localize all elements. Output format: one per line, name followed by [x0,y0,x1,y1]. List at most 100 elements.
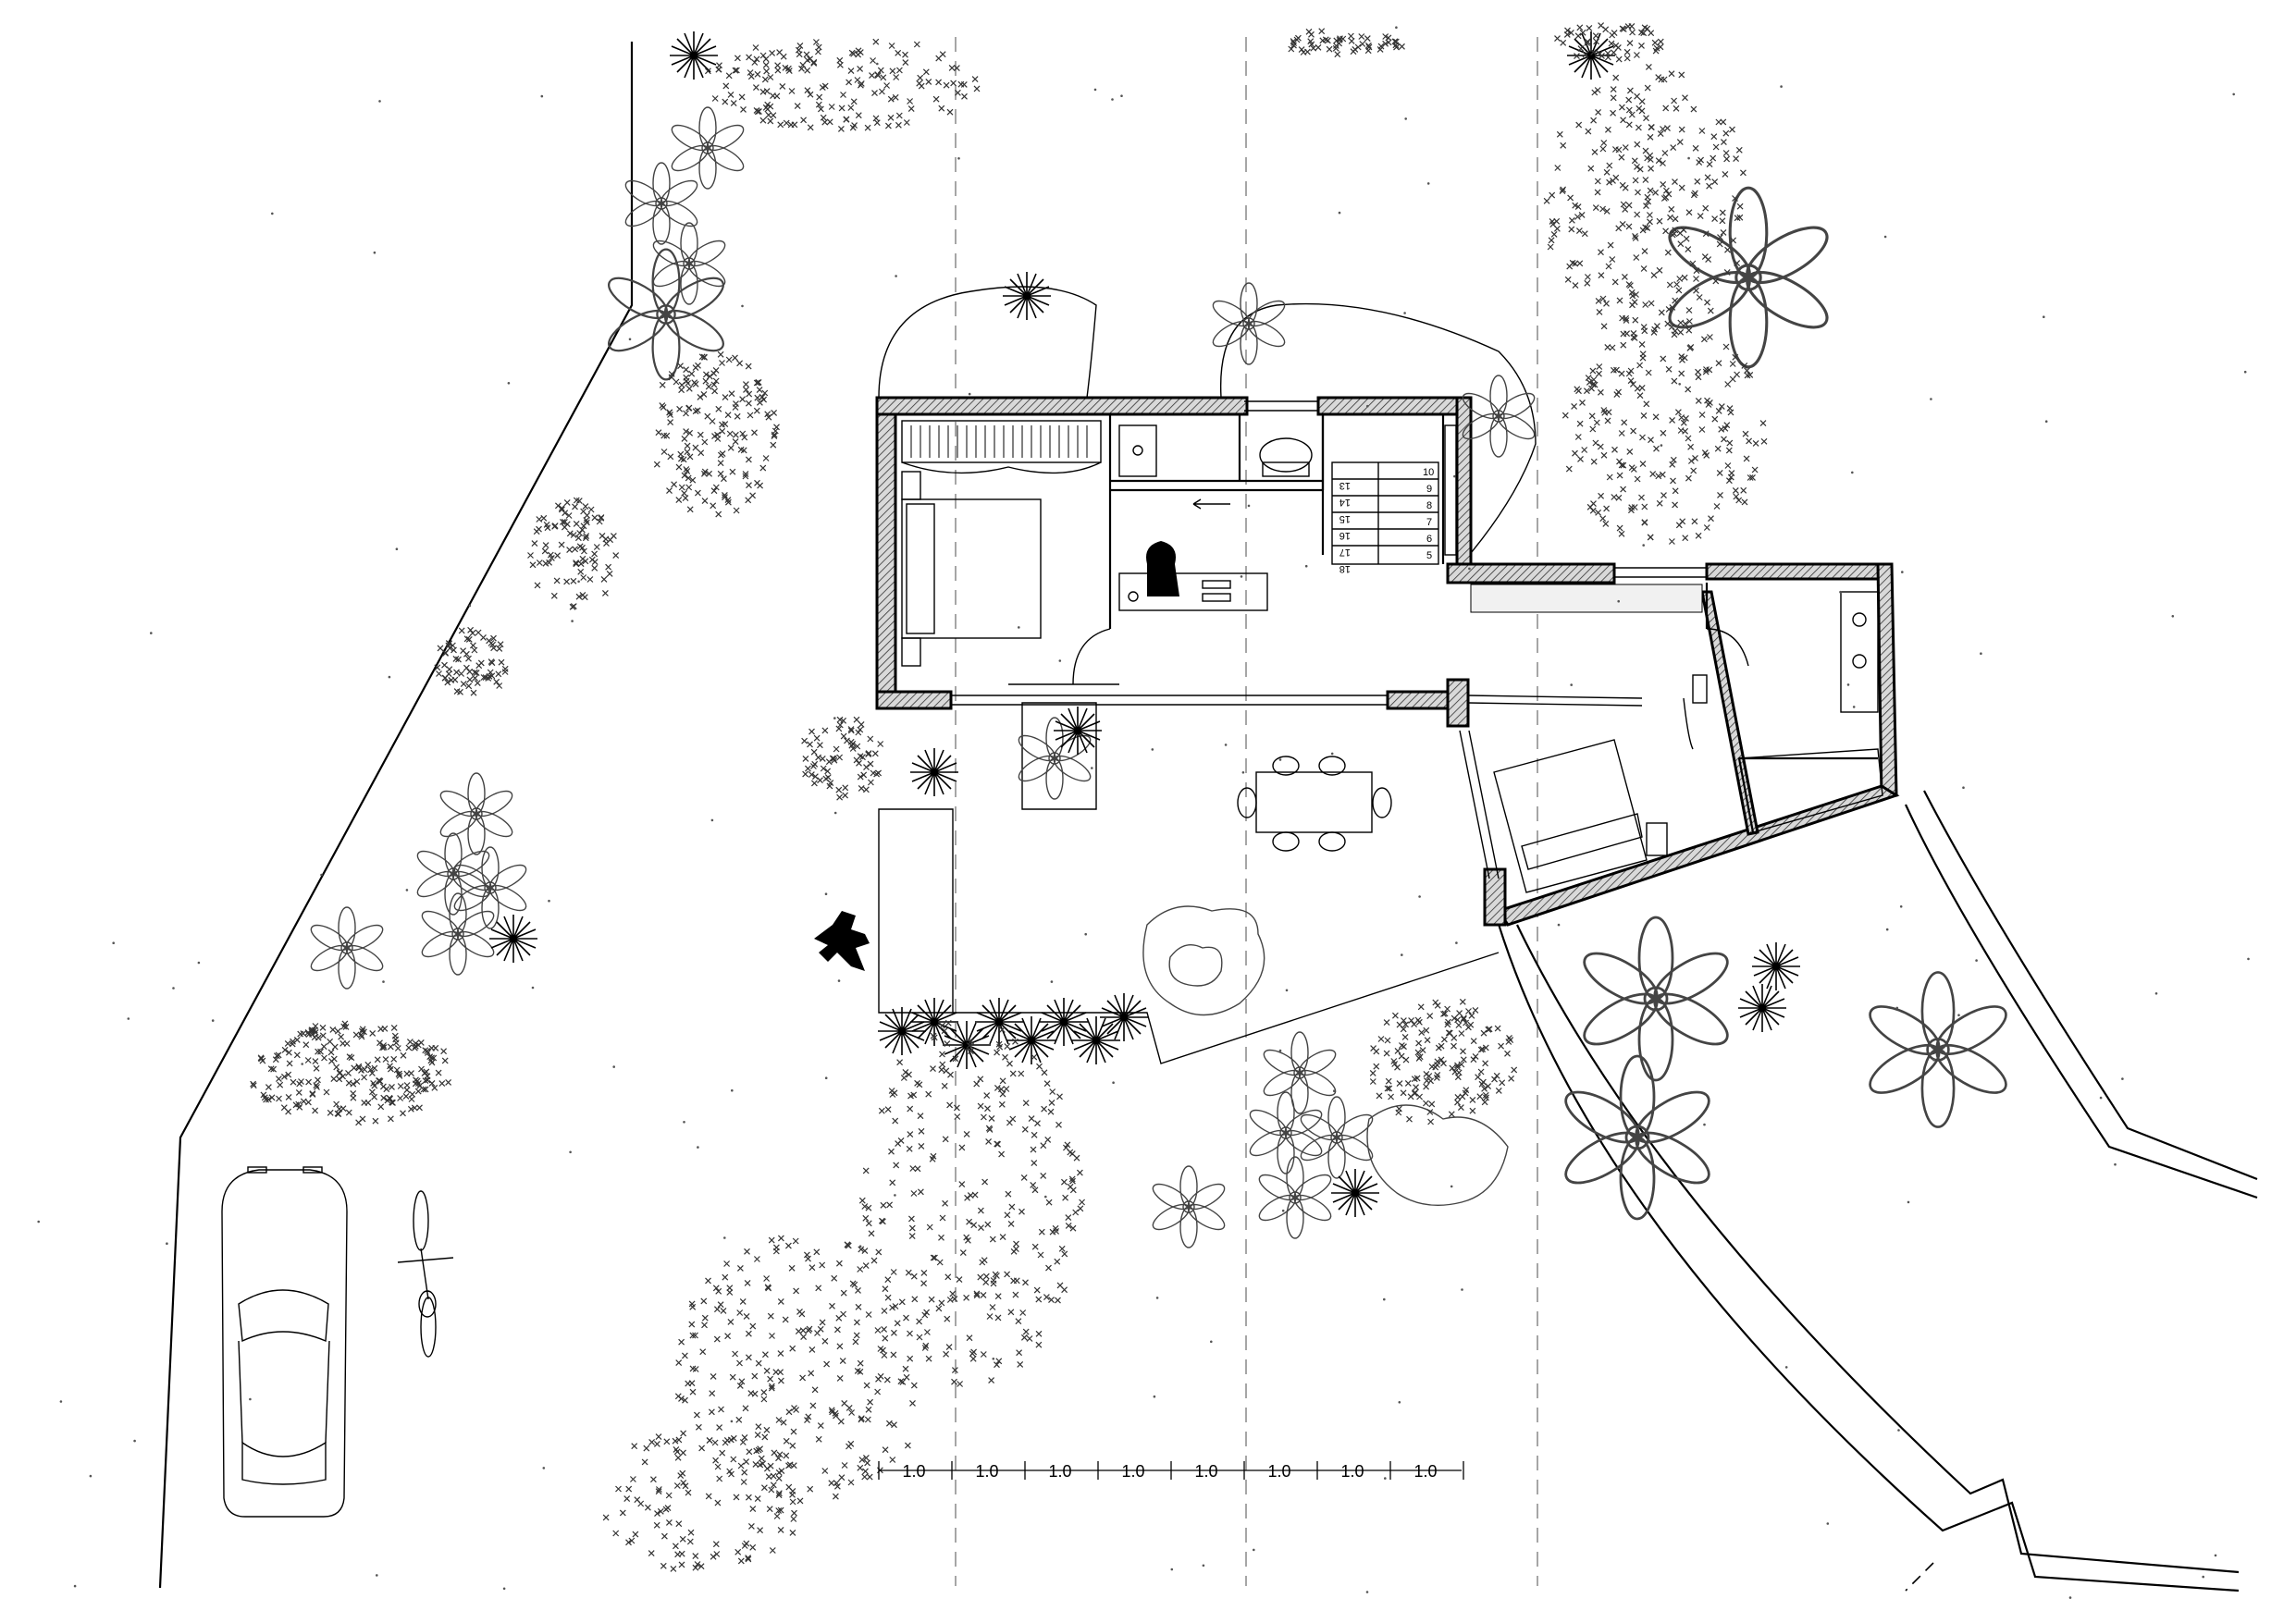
ground-speckle [361,1074,368,1081]
ground-speckle [438,1079,446,1088]
ground-speckle [304,1099,312,1106]
ground-speckle [1402,1056,1410,1064]
ground-speckle [1305,28,1313,35]
ground-speckle [1618,370,1625,377]
ground-speckle [749,1505,757,1513]
ground-speckle [983,1091,991,1100]
ground-speckle [625,1485,633,1493]
ground-speckle [1722,170,1729,178]
ground-speckle [788,87,796,95]
ground-speckle [741,1542,748,1550]
ground-speckle [710,502,717,510]
ground-speckle [493,678,500,685]
ground-speckle [705,1493,712,1500]
ground-speckle [1642,176,1649,184]
ground-speckle [534,582,541,589]
ground-speckle [792,1237,799,1245]
ground-speckle [842,784,849,792]
ground-speckle [756,1527,764,1534]
ground-speckle [402,1092,410,1100]
ground-speckle [863,1459,871,1467]
ground-speckle [1652,445,1660,452]
ground-speckle [681,1352,689,1359]
ground-speckle [866,1473,873,1481]
ground-speckle [1494,1025,1501,1032]
ground-dot [249,1397,252,1401]
ground-speckle [731,354,739,362]
ground-speckle [828,103,835,111]
ground-speckle [1733,493,1740,500]
ground-speckle [785,1483,793,1491]
ground-speckle [388,1083,396,1091]
ground-speckle [880,74,887,81]
ground-speckle [1401,1033,1409,1041]
ground-speckle [747,68,754,77]
ground-speckle [853,716,860,723]
ground-speckle [792,1287,800,1295]
ground-speckle [1687,457,1696,465]
ground-speckle [1562,412,1569,419]
ground-speckle [1652,413,1660,421]
ground-speckle [1019,1309,1027,1317]
ground-speckle [806,741,814,748]
ground-speckle [893,1162,900,1169]
ground-speckle [704,412,711,420]
ground-speckle [1619,486,1627,493]
ground-speckle [847,1440,855,1447]
ground-speckle [962,1294,970,1301]
ground-speckle [1049,1088,1056,1096]
ground-speckle [1599,145,1607,153]
ground-speckle [392,1036,400,1043]
ground-speckle [1614,43,1623,52]
ground-speckle [1021,1125,1029,1133]
ground-speckle [1017,1360,1024,1369]
ground-speckle [1742,430,1749,437]
ground-speckle [1610,94,1617,102]
ground-speckle [819,755,826,763]
ground-speckle [887,1148,895,1155]
ground-speckle [885,1420,894,1427]
ground-speckle [749,1543,757,1551]
ground-speckle [1571,449,1579,457]
ground-speckle [738,396,747,403]
ground-speckle [799,117,808,124]
ground-speckle [526,551,535,559]
ground-speckle [682,410,690,417]
ground-speckle [852,1338,859,1346]
ground-dot [507,382,511,385]
ground-speckle [723,1436,731,1445]
ground-dot [405,889,409,891]
ground-speckle [810,58,818,66]
ground-speckle [854,1286,862,1295]
ground-speckle [867,760,874,768]
ground-speckle [1676,275,1684,283]
ground-speckle [1625,121,1633,129]
ground-speckle [558,541,565,548]
ground-speckle [821,727,829,734]
ground-speckle [1618,429,1625,437]
ground-speckle [673,1445,680,1454]
ground-speckle [918,1127,925,1135]
ground-speckle [445,1078,452,1087]
ground-speckle [1631,299,1638,306]
ground-speckle [902,58,909,67]
ground-speckle [352,1031,360,1039]
ground-speckle [675,405,684,412]
ground-speckle [1626,87,1635,94]
ground-speckle [619,1509,626,1517]
ground-dot [2171,615,2175,618]
ground-speckle [907,1105,914,1113]
ground-speckle [580,573,587,582]
ground-speckle [838,105,846,112]
ground-speckle [1623,330,1631,338]
ground-speckle [862,763,870,771]
ground-speckle [813,734,821,742]
ground-speckle [1716,240,1723,248]
ground-speckle [1677,240,1685,248]
ground-speckle [437,645,444,652]
ground-speckle [573,520,580,528]
ground-speckle [1658,309,1665,316]
ground-speckle [350,1089,357,1098]
ground-speckle [869,56,877,65]
ground-speckle [536,515,543,523]
